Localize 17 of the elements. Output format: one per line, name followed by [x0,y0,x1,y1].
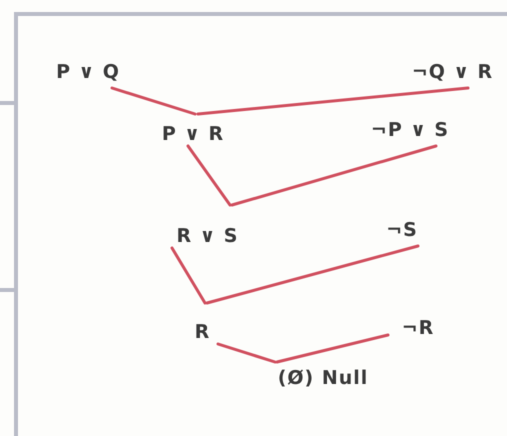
resolution-line [186,144,232,206]
resolution-line [276,334,390,364]
clause-text: P ∨ R [162,122,224,146]
clause-text: ¬S [386,218,418,242]
resolution-line [196,86,470,116]
resolution-line [110,86,196,116]
clause-text: ¬Q ∨ R [412,60,494,84]
clause-text: R [194,320,210,344]
resolution-line [230,144,438,206]
clause-text: ¬R [402,316,434,340]
resolution-line [170,246,206,304]
clause-text: (Ø) Null [278,366,368,390]
clause-text: ¬P ∨ S [370,118,450,142]
resolution-line [216,342,276,364]
resolution-line [206,244,420,304]
clause-text: R ∨ S [176,224,238,248]
clause-text: P ∨ Q [56,60,120,84]
